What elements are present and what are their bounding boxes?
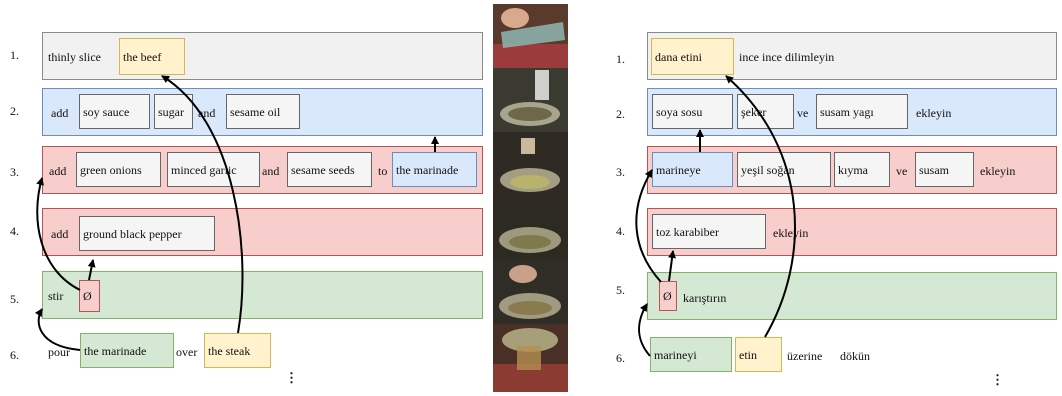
step-number-2: 2. bbox=[10, 104, 19, 118]
stirring-marinade-frame bbox=[493, 260, 568, 324]
step-5-verb: karıştırın bbox=[683, 291, 727, 305]
step-2-and: and bbox=[198, 106, 216, 120]
susam-yagi-box: susam yagı bbox=[816, 94, 908, 129]
sesame-oil-box: sesame oil bbox=[226, 94, 300, 129]
marineyi-box: marineyi bbox=[650, 337, 732, 372]
black-pepper-box: ground black pepper bbox=[79, 216, 215, 251]
step-number-1: 1. bbox=[616, 52, 625, 66]
pouring-soy-sauce-frame bbox=[493, 68, 568, 132]
step-number-5: 5. bbox=[10, 292, 19, 306]
step-3-verb: ekleyin bbox=[980, 164, 1016, 178]
step-number-3: 3. bbox=[10, 165, 19, 179]
toz-karabiber-box: toz karabiber bbox=[652, 214, 766, 249]
step-number-2: 2. bbox=[616, 107, 625, 121]
step-1-text: ince ince dilimleyin bbox=[739, 50, 835, 64]
ellipsis: ⋮ bbox=[285, 370, 298, 385]
marinade-object-box: the marinade bbox=[80, 333, 174, 368]
step-3-ve: ve bbox=[896, 164, 908, 178]
sugar-box: sugar bbox=[154, 94, 193, 129]
step-5-verb: stir bbox=[48, 289, 64, 303]
soya-sosu-box: soya sosu bbox=[652, 94, 733, 129]
step-6-uzerine: üzerine bbox=[787, 349, 823, 363]
susam-box: susam bbox=[915, 152, 974, 187]
soy-sauce-box: soy sauce bbox=[79, 94, 150, 129]
step-5-band bbox=[647, 272, 1057, 320]
step-6-over: over bbox=[176, 345, 198, 359]
marinade-box: the marinade bbox=[392, 152, 477, 187]
pouring-over-steak-frame bbox=[493, 324, 568, 392]
video-frames bbox=[493, 4, 568, 392]
step-6-verb: pour bbox=[48, 345, 70, 359]
step-1-text: thinly slice bbox=[48, 50, 101, 64]
step-2-add: add bbox=[51, 106, 69, 120]
step-6-verb: dökün bbox=[840, 349, 870, 363]
step-number-5: 5. bbox=[616, 283, 625, 297]
kiyma-box: kıyma bbox=[834, 152, 890, 187]
empty-argument-box: Ø bbox=[659, 281, 677, 311]
adding-pepper-frame bbox=[493, 196, 568, 260]
seker-box: şeker bbox=[737, 94, 794, 129]
step-2-ve: ve bbox=[797, 106, 809, 120]
step-1-band bbox=[42, 32, 483, 80]
step-3-to: to bbox=[378, 164, 388, 178]
cutting-beef-frame bbox=[493, 4, 568, 68]
step-2-verb: ekleyin bbox=[916, 106, 952, 120]
step-number-6: 6. bbox=[10, 348, 19, 362]
steak-box: the steak bbox=[204, 333, 271, 368]
beef-box: the beef bbox=[119, 38, 185, 75]
step-3-and: and bbox=[262, 164, 280, 178]
step-3-add: add bbox=[49, 164, 67, 178]
step-4-add: add bbox=[51, 227, 69, 241]
adding-green-onions-frame bbox=[493, 132, 568, 196]
step-number-1: 1. bbox=[10, 48, 19, 62]
empty-argument-box: Ø bbox=[79, 280, 100, 312]
ellipsis: ⋮ bbox=[991, 372, 1004, 387]
step-number-4: 4. bbox=[10, 224, 19, 238]
step-number-3: 3. bbox=[616, 165, 625, 179]
step-4-verb: ekleyin bbox=[773, 226, 809, 240]
step-5-band bbox=[42, 271, 483, 319]
dana-etini-box: dana etini bbox=[651, 38, 734, 75]
step-number-4: 4. bbox=[616, 224, 625, 238]
etin-box: etin bbox=[735, 337, 782, 372]
minced-garlic-box: minced garlic bbox=[167, 152, 260, 187]
green-onions-box: green onions bbox=[76, 152, 161, 187]
sesame-seeds-box: sesame seeds bbox=[287, 152, 372, 187]
step-number-6: 6. bbox=[616, 351, 625, 365]
yesil-sogan-box: yeşil soğan bbox=[737, 152, 831, 187]
marineye-box: marineye bbox=[652, 152, 733, 187]
